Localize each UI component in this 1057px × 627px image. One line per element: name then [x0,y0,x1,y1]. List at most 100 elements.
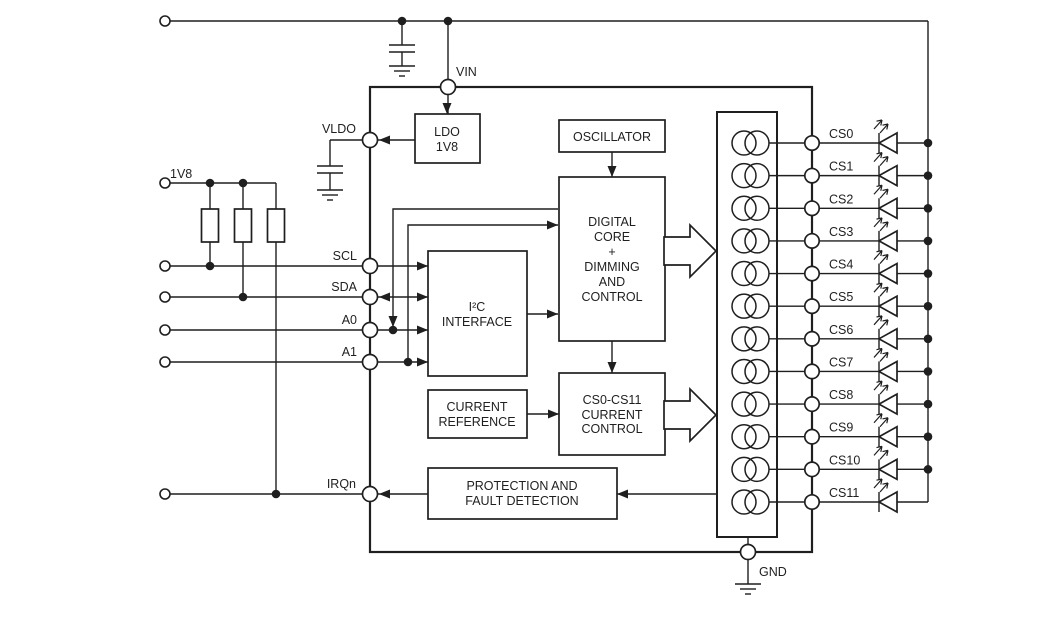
pin-sda [361,288,379,306]
cs-channel-row: CS5 [731,282,933,319]
protection-label: PROTECTION AND [466,479,577,493]
junction-dot [923,399,933,409]
arrowheads [379,103,628,499]
terminal [159,15,171,27]
led-emission-arrow [873,413,883,424]
pin-vldo [361,131,379,149]
digital-core-label: DIMMING [584,260,640,274]
block-current-reference: CURRENT REFERENCE [427,389,528,439]
core-to-sinks-block-arrow [663,222,718,280]
cs-pin-label: CS0 [829,127,853,141]
terminal [159,291,171,303]
block-cs-current-control: CS0-CS11 CURRENT CONTROL [558,372,666,456]
terminal [159,260,171,272]
pin-cs2 [803,200,821,217]
led-emission-arrow [873,380,883,391]
block-digital-core: DIGITAL CORE + DIMMING AND CONTROL [558,176,666,342]
junction-dot [923,269,933,278]
pin-cs5 [803,298,821,315]
cs-channel-row: CS8 [731,380,933,417]
pin-a0 [361,321,379,339]
pin-cs1 [803,167,821,184]
ldo-label: LDO [434,125,460,139]
led-emission-arrow [873,217,883,228]
cs-control-label: CONTROL [581,422,642,436]
terminal [159,488,171,500]
led-icon [877,164,898,188]
pin-vin [439,78,457,96]
ldo-label: 1V8 [436,140,458,154]
block-protection: PROTECTION AND FAULT DETECTION [427,467,618,520]
cs-channel-row: CS11 [731,478,928,515]
current-reference-label: REFERENCE [438,415,515,429]
pullup-network [165,182,286,494]
pin-a1 [361,353,379,371]
terminal [159,177,171,189]
current-source-icon [731,293,757,319]
led-emission-arrow [879,188,889,199]
terminal [159,324,171,336]
current-source-icon [731,326,757,352]
current-source-icon [731,260,757,287]
digital-core-label: AND [599,275,625,289]
cs-pin-label: CS5 [829,290,853,304]
cs-channel-row: CS0 [731,119,933,156]
current-source-icon [731,489,757,515]
led-emission-arrow [879,449,889,460]
cs-channel-row: CS3 [731,217,933,254]
led-icon [877,490,898,514]
led-emission-arrow [873,152,883,163]
junction-dots [205,16,453,499]
led-emission-arrow [879,417,889,428]
vin-capacitor-icon [389,21,415,77]
pin-cs3 [803,232,821,249]
pin-gnd [739,543,757,561]
led-emission-arrow [879,384,889,395]
cs-pin-label: CS11 [829,486,859,500]
led-icon [877,262,898,285]
vin-label: VIN [456,65,477,79]
irqn-label: IRQn [327,477,356,491]
current-source-icon [731,195,757,222]
led-emission-arrow [873,249,883,260]
current-source-icon [731,456,757,483]
terminal [159,356,171,368]
digital-core-label: + [608,245,615,259]
cs-pin-label: CS7 [829,355,853,369]
junction-dot [923,138,933,148]
block-ldo: LDO 1V8 [414,113,481,164]
junction-dot [923,236,933,246]
led-emission-arrow [873,119,883,130]
cs-channel-row: CS9 [731,413,933,450]
current-source-icon [731,162,757,189]
gnd-label: GND [759,565,787,579]
pin-irqn [361,485,379,503]
cs-pin-label: CS8 [829,388,853,402]
pin-cs7 [803,363,821,380]
pin-cs11 [803,493,821,511]
led-emission-arrow [873,347,883,358]
cs-control-label: CS0-CS11 [583,393,642,407]
led-emission-arrow [879,221,889,232]
current-reference-label: CURRENT [446,400,507,414]
cs-pin-label: CS6 [829,323,853,337]
i2c-label: I²C [469,300,486,314]
cs-channel-row: CS10 [731,445,933,483]
pin-cs4 [803,265,821,282]
i2c-label: INTERFACE [442,315,512,329]
junction-dot [923,465,933,474]
chip-outline [368,85,814,554]
block-i2c-interface: I²C INTERFACE [427,250,528,377]
cs-channel-row: CS2 [731,184,933,222]
led-emission-arrow [879,123,889,134]
pin-labels: VIN VLDO 1V8 SCL SDA A0 A1 IRQn GND [170,65,787,579]
led-emission-arrow [873,478,883,489]
led-emission-arrow [879,156,889,167]
resistor-icon [266,208,286,243]
digital-core-label: DIGITAL [588,215,636,229]
pin-scl [361,257,379,275]
led-icon [877,457,898,481]
led-emission-arrow [879,286,889,297]
